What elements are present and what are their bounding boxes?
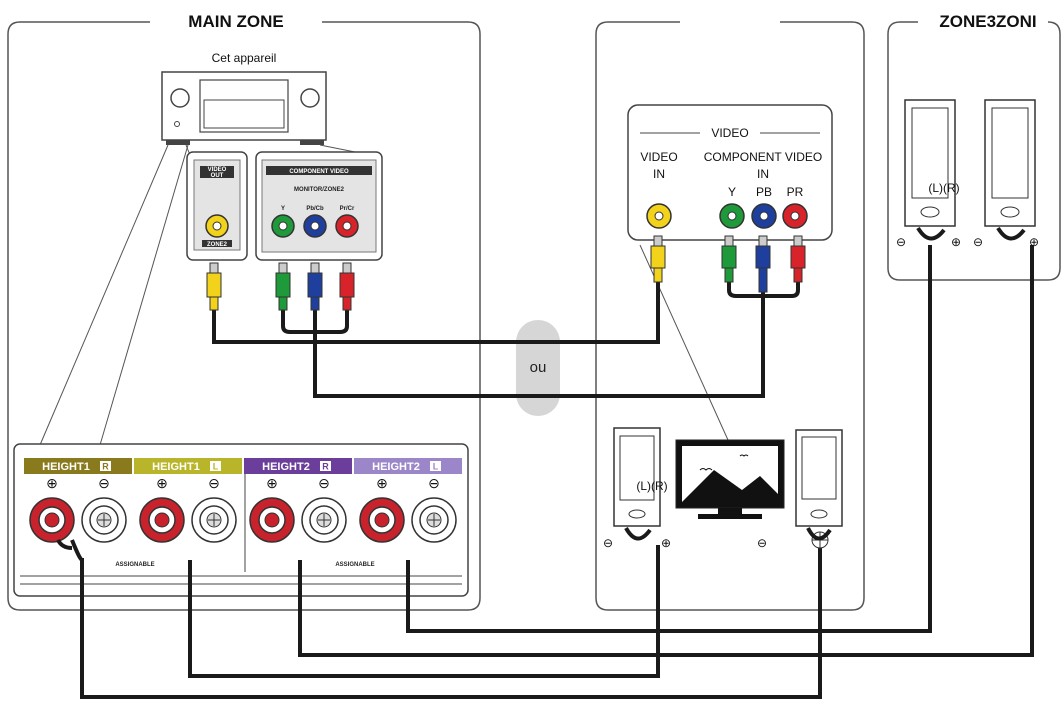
zone2-tv: ⊖	[675, 439, 785, 550]
video-out-sub: OUT	[211, 173, 224, 179]
video-cables	[212, 282, 800, 398]
svg-text:VIDEO: VIDEO	[640, 150, 677, 164]
terminal-block-4: HEIGHT2 L ⊕ ⊖	[354, 458, 462, 543]
svg-text:IN: IN	[757, 167, 769, 181]
plus-icon: ⊕	[266, 475, 278, 491]
main-zone-frame: MAIN ZONE	[7, 12, 481, 611]
svg-text:⊖: ⊖	[603, 536, 613, 550]
svg-text:Y: Y	[728, 185, 736, 199]
minus-icon: ⊖	[318, 475, 330, 491]
svg-text:⊖: ⊖	[973, 235, 983, 249]
minus-icon: ⊖	[98, 475, 110, 491]
zone2-frame	[595, 21, 865, 611]
terminal-channel: L	[433, 462, 439, 472]
callout-lines	[39, 144, 729, 446]
assignable-label-2: ASSIGNABLE	[335, 562, 374, 568]
terminal-block-1: HEIGHT1 R ⊕ ⊖	[24, 458, 132, 543]
or-badge: ou	[516, 320, 560, 416]
zone3-right-speaker: ⊖ ⊕	[973, 99, 1039, 249]
minus-icon: ⊖	[428, 475, 440, 491]
main-zone-title: MAIN ZONE	[188, 12, 283, 31]
plug-yellow-tv	[650, 235, 666, 283]
svg-text:⊕: ⊕	[1029, 235, 1039, 249]
tv-video-header: VIDEO	[711, 126, 748, 140]
plus-icon: ⊕	[376, 475, 388, 491]
device-label: Cet appareil	[212, 51, 277, 65]
component-sub: MONITOR/ZONE2	[294, 187, 345, 193]
terminal-channel: L	[213, 462, 219, 472]
speaker-wires	[56, 245, 1034, 699]
zone3-title: ZONE3ZONI	[939, 12, 1036, 31]
plug-blue-device	[307, 262, 323, 311]
device-video-out-panel: VIDEO OUT ZONE2	[186, 151, 248, 261]
plug-yellow-device	[206, 262, 222, 311]
terminal-block-3: HEIGHT2 R ⊕ ⊖	[244, 458, 352, 543]
zone2-right-speaker	[795, 429, 843, 549]
plug-red-tv	[790, 235, 806, 283]
zone3-speaker-label: (L)(R)	[928, 181, 959, 195]
terminal-block-2: HEIGHT1 L ⊕ ⊖	[134, 458, 242, 543]
video-out-title: VIDEO	[208, 167, 227, 173]
svg-text:⊕: ⊕	[661, 536, 671, 550]
terminal-label: HEIGHT2	[262, 461, 310, 473]
plug-green-device	[275, 262, 291, 311]
terminal-label: HEIGHT1	[42, 461, 90, 473]
power-icon	[174, 121, 180, 127]
svg-text:⊕: ⊕	[951, 235, 961, 249]
svg-text:⊖: ⊖	[757, 536, 767, 550]
terminal-channel: R	[102, 462, 109, 472]
assignable-label-1: ASSIGNABLE	[115, 562, 154, 568]
plug-red-device	[339, 262, 355, 311]
zone2-speaker-label: (L)(R)	[636, 479, 667, 493]
terminal-label: HEIGHT2	[372, 461, 420, 473]
svg-text:IN: IN	[653, 167, 665, 181]
svg-text:COMPONENT VIDEO: COMPONENT VIDEO	[704, 150, 822, 164]
svg-text:Pb/Cb: Pb/Cb	[306, 206, 324, 212]
terminal-label: HEIGHT1	[152, 461, 200, 473]
svg-text:PB: PB	[756, 185, 772, 199]
device-component-panel: COMPONENT VIDEO MONITOR/ZONE2 Y Pb/Cb Pr…	[255, 151, 383, 261]
input-knob-icon	[300, 88, 320, 108]
svg-text:Pr/Cr: Pr/Cr	[340, 206, 355, 212]
plug-blue-tv	[755, 235, 771, 293]
or-label: ou	[530, 359, 547, 376]
plug-green-tv	[721, 235, 737, 283]
terminal-channel: R	[322, 462, 329, 472]
svg-text:⊖: ⊖	[896, 235, 906, 249]
component-title: COMPONENT VIDEO	[289, 169, 349, 175]
volume-knob-icon	[170, 88, 190, 108]
zone3-frame: ZONE3ZONI	[887, 12, 1061, 281]
video-out-zone: ZONE2	[207, 242, 228, 248]
tv-video-panel: VIDEO VIDEO IN COMPONENT VIDEO IN Y PB P…	[627, 104, 833, 241]
rca-plugs	[206, 235, 806, 311]
plus-icon: ⊕	[156, 475, 168, 491]
plus-icon: ⊕	[46, 475, 58, 491]
speaker-terminal-panel: HEIGHT1 R ⊕ ⊖ HEIGHT1 L ⊕ ⊖ HEIGHT2 R ⊕ ⊖ HEIGHT2 L ⊕ ⊖…	[13, 443, 469, 597]
svg-text:Y: Y	[281, 206, 285, 212]
minus-icon: ⊖	[208, 475, 220, 491]
zone2-left-speaker: (L)(R) ⊖ ⊕	[603, 427, 671, 550]
svg-text:PR: PR	[787, 185, 804, 199]
zone3-left-speaker: (L)(R) ⊖ ⊕	[896, 99, 961, 249]
receiver-device: Cet appareil	[161, 51, 327, 145]
